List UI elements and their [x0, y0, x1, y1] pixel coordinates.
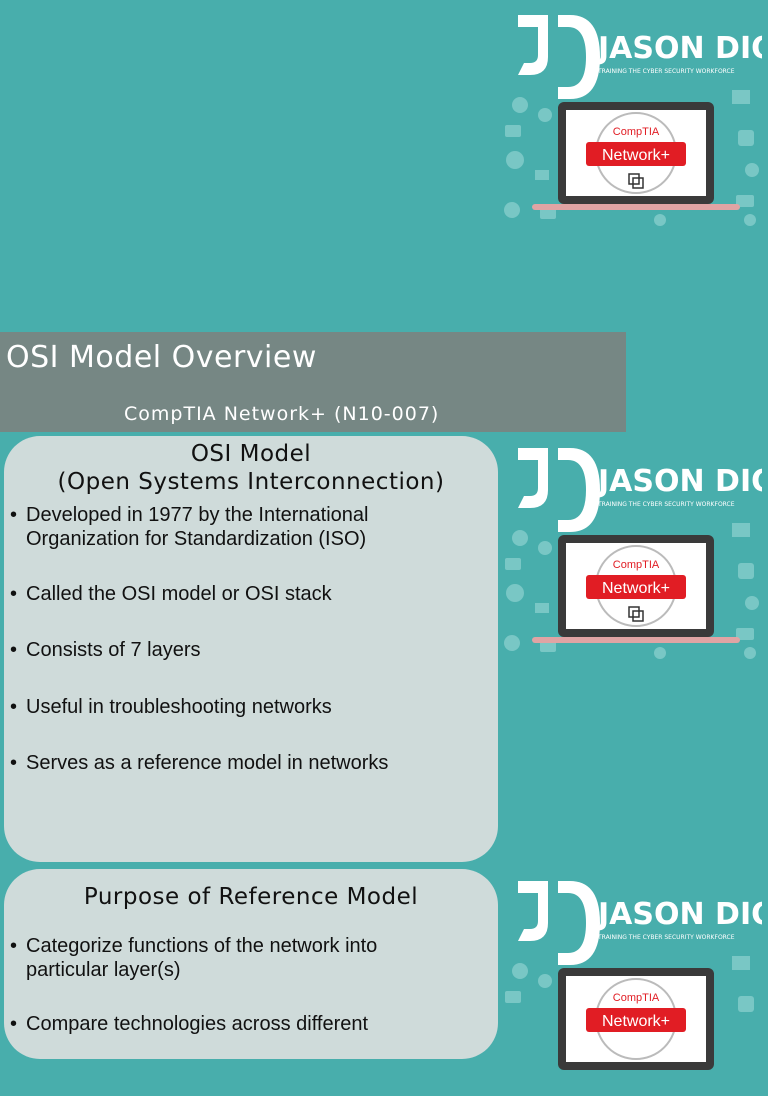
slide-subtitle: CompTIA Network+ (N10-007)	[124, 403, 440, 425]
list-item-text: particular layer(s)	[26, 959, 181, 981]
card-heading: Purpose of Reference Model	[83, 884, 419, 910]
badge-main-text: Network+	[602, 580, 670, 597]
list-item-text: Compare technologies across different	[26, 1013, 369, 1035]
brand-block: JASON DION TRAINING THE CYBER SECURITY W…	[500, 443, 762, 663]
bullet-icon: •	[10, 935, 18, 957]
badge-top-text: CompTIA	[613, 559, 660, 571]
bullet-icon: •	[10, 639, 18, 661]
jason-dion-logo: JASON DION TRAINING THE CYBER SECURITY W…	[504, 448, 762, 659]
list-item: • Consists of 7 layers	[10, 638, 488, 662]
brand-name: JASON DION	[596, 897, 762, 932]
badge-top-text: CompTIA	[613, 992, 660, 1004]
slide-title: OSI Model Overview	[6, 340, 317, 375]
bullet-icon: •	[10, 752, 18, 774]
badge-main-text: Network+	[602, 147, 670, 164]
jd-monogram	[518, 448, 600, 532]
tech-icons-background	[505, 956, 754, 1012]
brand-block: JASON DION TRAINING THE CYBER SECURITY W…	[500, 10, 762, 230]
list-item-text: Categorize functions of the network into	[26, 935, 378, 957]
network-plus-badge: CompTIA Network+	[586, 545, 686, 627]
list-item-text: Organization for Standardization (ISO)	[26, 528, 367, 550]
bullet-icon: •	[10, 1013, 18, 1035]
brand-block: JASON DION TRAINING THE CYBER SECURITY W…	[500, 876, 762, 1096]
bullet-icon: •	[10, 583, 18, 605]
list-item: • Developed in 1977 by the International…	[10, 503, 488, 551]
jason-dion-logo: JASON DION TRAINING THE CYBER SECURITY W…	[505, 881, 762, 1070]
list-item-text: Serves as a reference model in networks	[26, 752, 389, 774]
tech-icons-background	[504, 90, 759, 226]
card-heading: OSI Model (Open Systems Interconnection)	[4, 440, 498, 496]
list-item-text: Useful in troubleshooting networks	[26, 696, 332, 718]
list-item: • Serves as a reference model in network…	[10, 751, 488, 775]
list-item-text: Developed in 1977 by the International	[26, 504, 369, 526]
jason-dion-logo: JASON DION TRAINING THE CYBER SECURITY W…	[504, 15, 762, 226]
list-item: • Categorize functions of the network in…	[10, 934, 488, 982]
osi-model-card: OSI Model (Open Systems Interconnection)…	[4, 436, 498, 862]
list-item: • Useful in troubleshooting networks	[10, 695, 488, 719]
bullet-icon: •	[10, 504, 18, 526]
list-item: • Compare technologies across different	[10, 1012, 488, 1036]
brand-tagline: TRAINING THE CYBER SECURITY WORKFORCE	[597, 501, 735, 508]
list-item: • Called the OSI model or OSI stack	[10, 582, 488, 606]
badge-top-text: CompTIA	[613, 126, 660, 138]
network-plus-badge: CompTIA Network+	[586, 112, 686, 194]
brand-tagline: TRAINING THE CYBER SECURITY WORKFORCE	[597, 68, 735, 75]
brand-name: JASON DION	[596, 31, 762, 66]
brand-tagline: TRAINING THE CYBER SECURITY WORKFORCE	[597, 934, 735, 941]
jd-monogram	[518, 881, 600, 965]
card-heading-line: (Open Systems Interconnection)	[57, 469, 445, 495]
reference-model-card: Purpose of Reference Model • Categorize …	[4, 869, 498, 1059]
jd-monogram	[518, 15, 600, 99]
slide-title-bar: OSI Model Overview CompTIA Network+ (N10…	[0, 332, 626, 432]
badge-main-text: Network+	[602, 1013, 670, 1030]
list-item-text: Called the OSI model or OSI stack	[26, 583, 332, 605]
brand-name: JASON DION	[596, 464, 762, 499]
bullet-icon: •	[10, 696, 18, 718]
card-heading-line: OSI Model	[190, 441, 312, 467]
list-item-text: Consists of 7 layers	[26, 639, 201, 661]
